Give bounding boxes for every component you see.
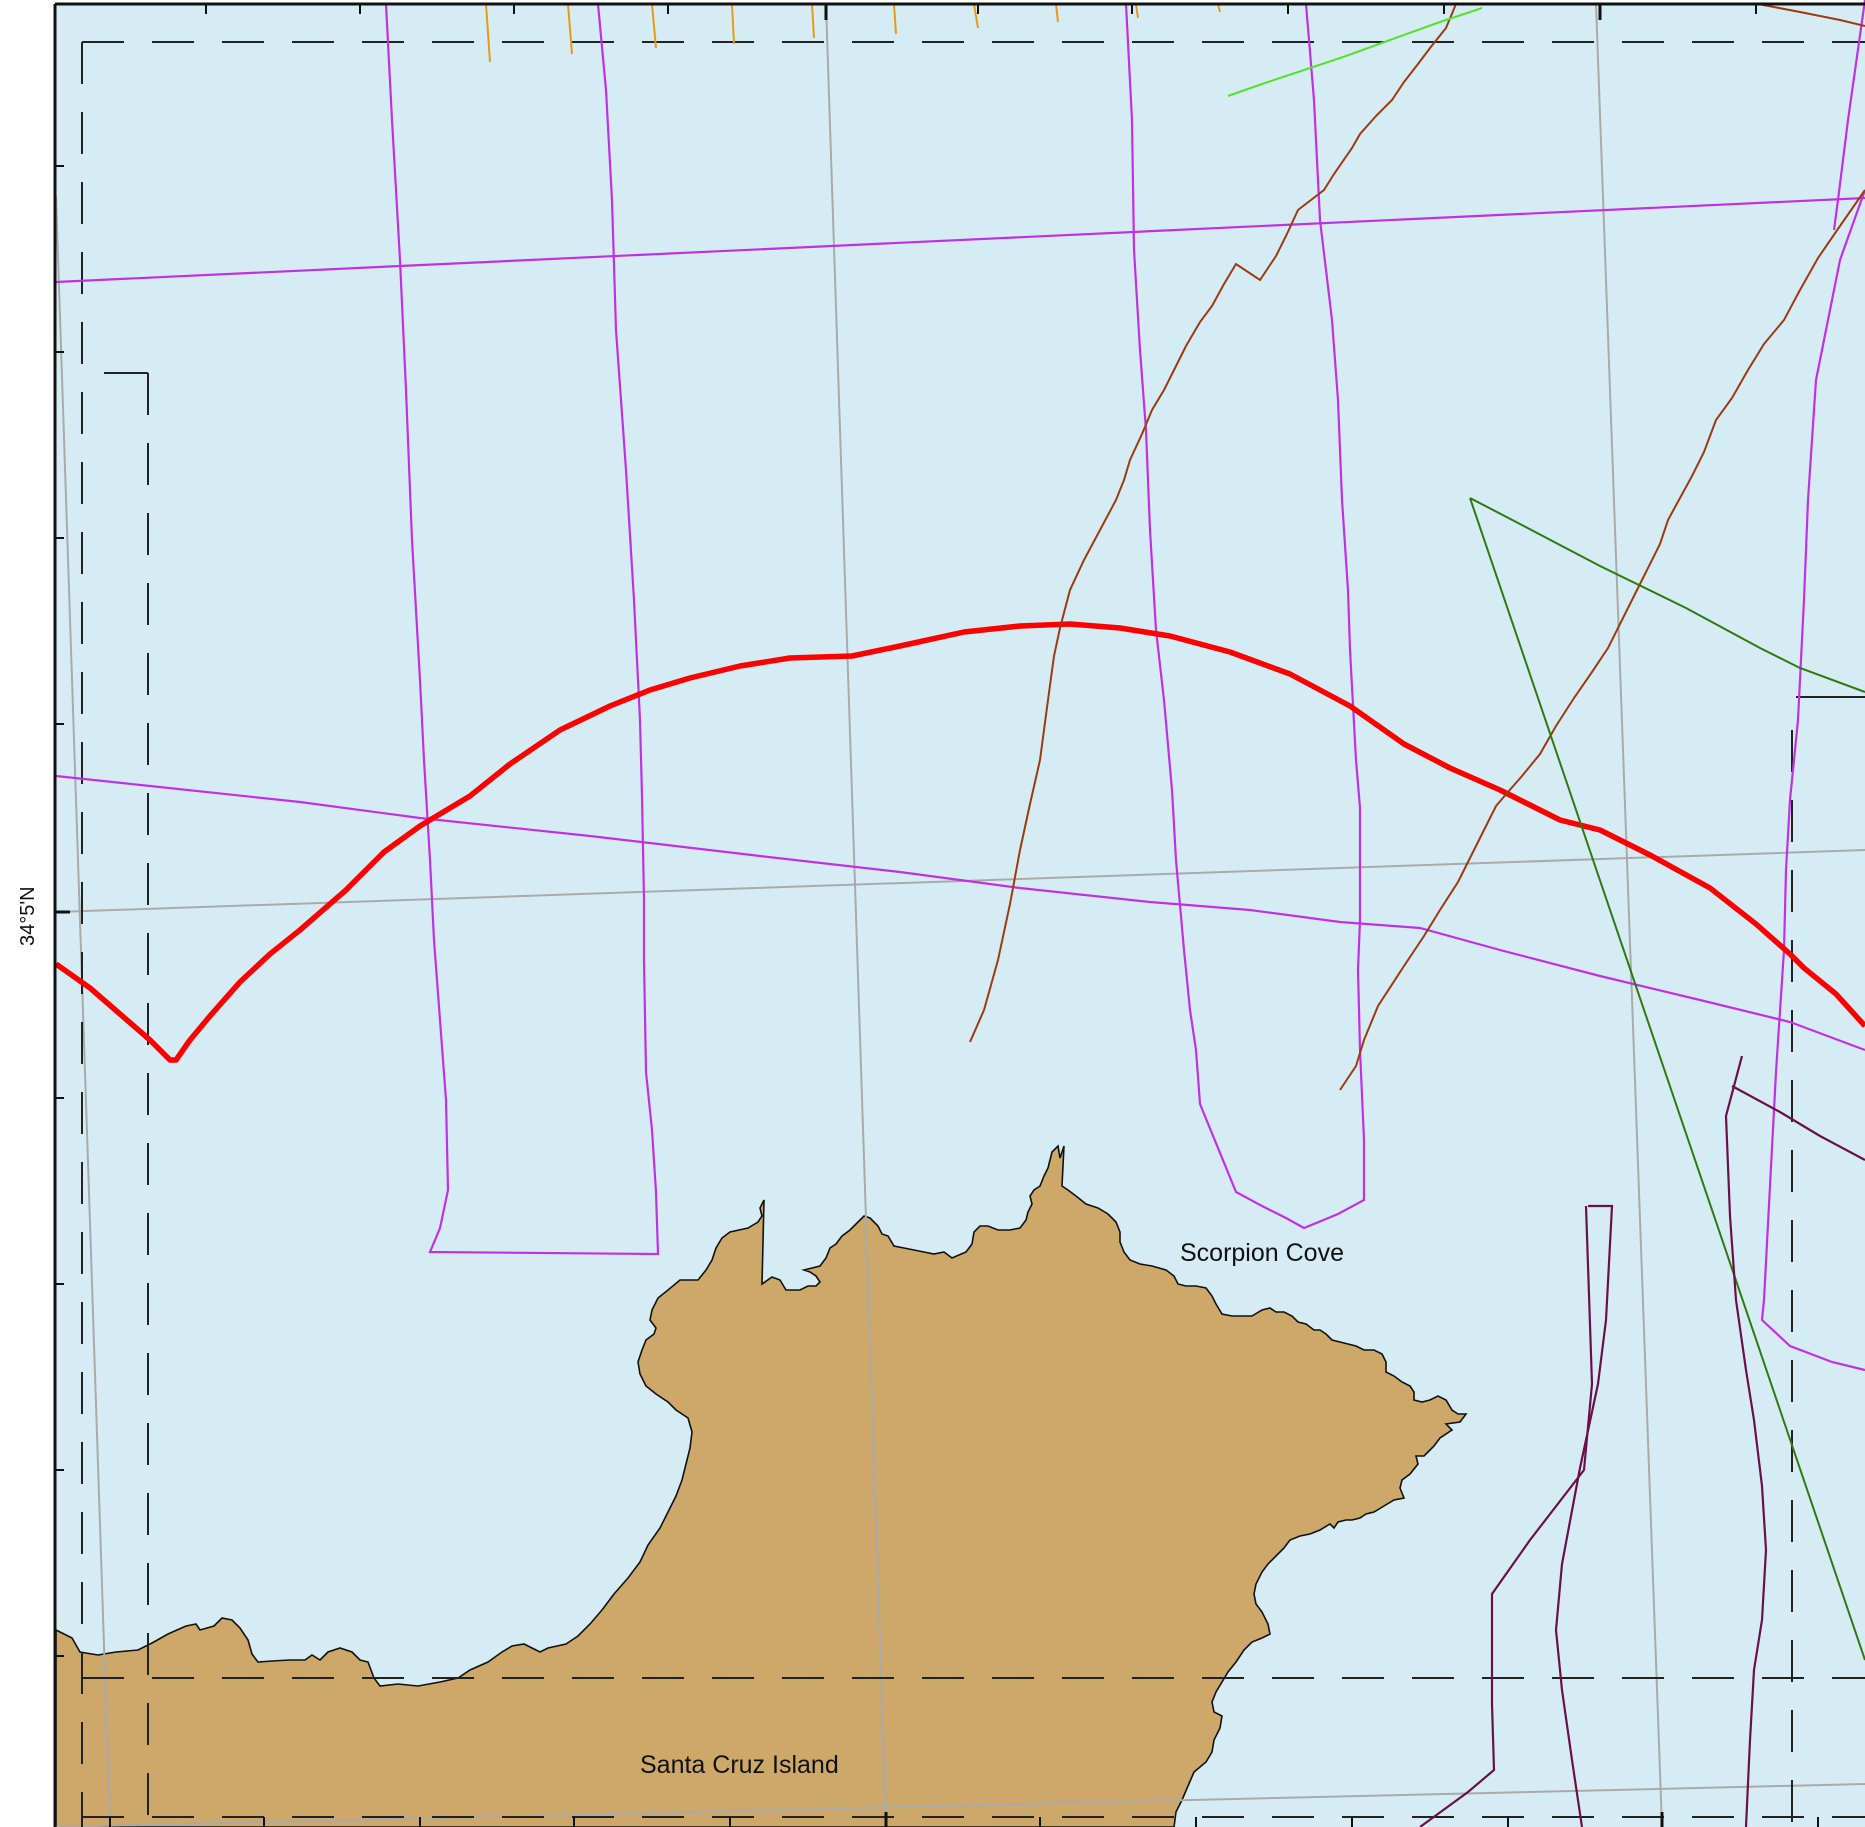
magenta-line-c: [1760, 189, 1865, 1372]
survey-track-green[interactable]: [1469, 497, 1865, 693]
survey-track-orange[interactable]: [485, 3, 1221, 63]
magenta-line-e: [55, 196, 1865, 284]
map-frame: [53, 2, 1865, 1827]
frame-ticks-top: [205, 4, 1757, 20]
maroon-line-c: [1724, 1055, 1768, 1827]
survey-track-red[interactable]: [54, 621, 1865, 1063]
graticule-meridian-3: [1595, 3, 1663, 1827]
brown-line-c: [1757, 3, 1865, 27]
frame-ticks-left: [55, 165, 70, 1657]
survey-track-lime[interactable]: [1227, 7, 1483, 97]
survey-track-green-diagonal[interactable]: [1469, 497, 1865, 1661]
magenta-line-b: [1124, 3, 1366, 1230]
survey-box-outlines: [81, 41, 1865, 1827]
magenta-line-f: [55, 774, 1865, 1052]
scorpion-cove-label: Scorpion Cove: [1180, 1239, 1344, 1267]
brown-line-a: [969, 3, 1457, 1043]
magenta-line-a: [384, 3, 660, 1256]
santa-cruz-island-label: Santa Cruz Island: [640, 1751, 839, 1779]
survey-track-magenta[interactable]: [55, 0, 1865, 1372]
maroon-line-a: [1554, 1204, 1614, 1827]
latitude-label-34-5: 34°5'N: [17, 886, 39, 946]
graticule-parallel-2: [55, 1783, 1865, 1827]
survey-track-maroon[interactable]: [1419, 1055, 1865, 1827]
maroon-line-d: [1731, 1085, 1865, 1161]
survey-track-brown[interactable]: [969, 3, 1865, 1091]
graticule-meridian-1: [55, 195, 111, 1827]
maroon-line-b: [1419, 1205, 1594, 1827]
magenta-line-d: [1832, 0, 1865, 231]
santa-cruz-island-land[interactable]: [55, 1144, 1468, 1827]
brown-line-b: [1339, 189, 1865, 1091]
frame-ticks-bottom: [109, 1812, 1819, 1827]
graticule-meridian-2: [825, 3, 887, 1827]
